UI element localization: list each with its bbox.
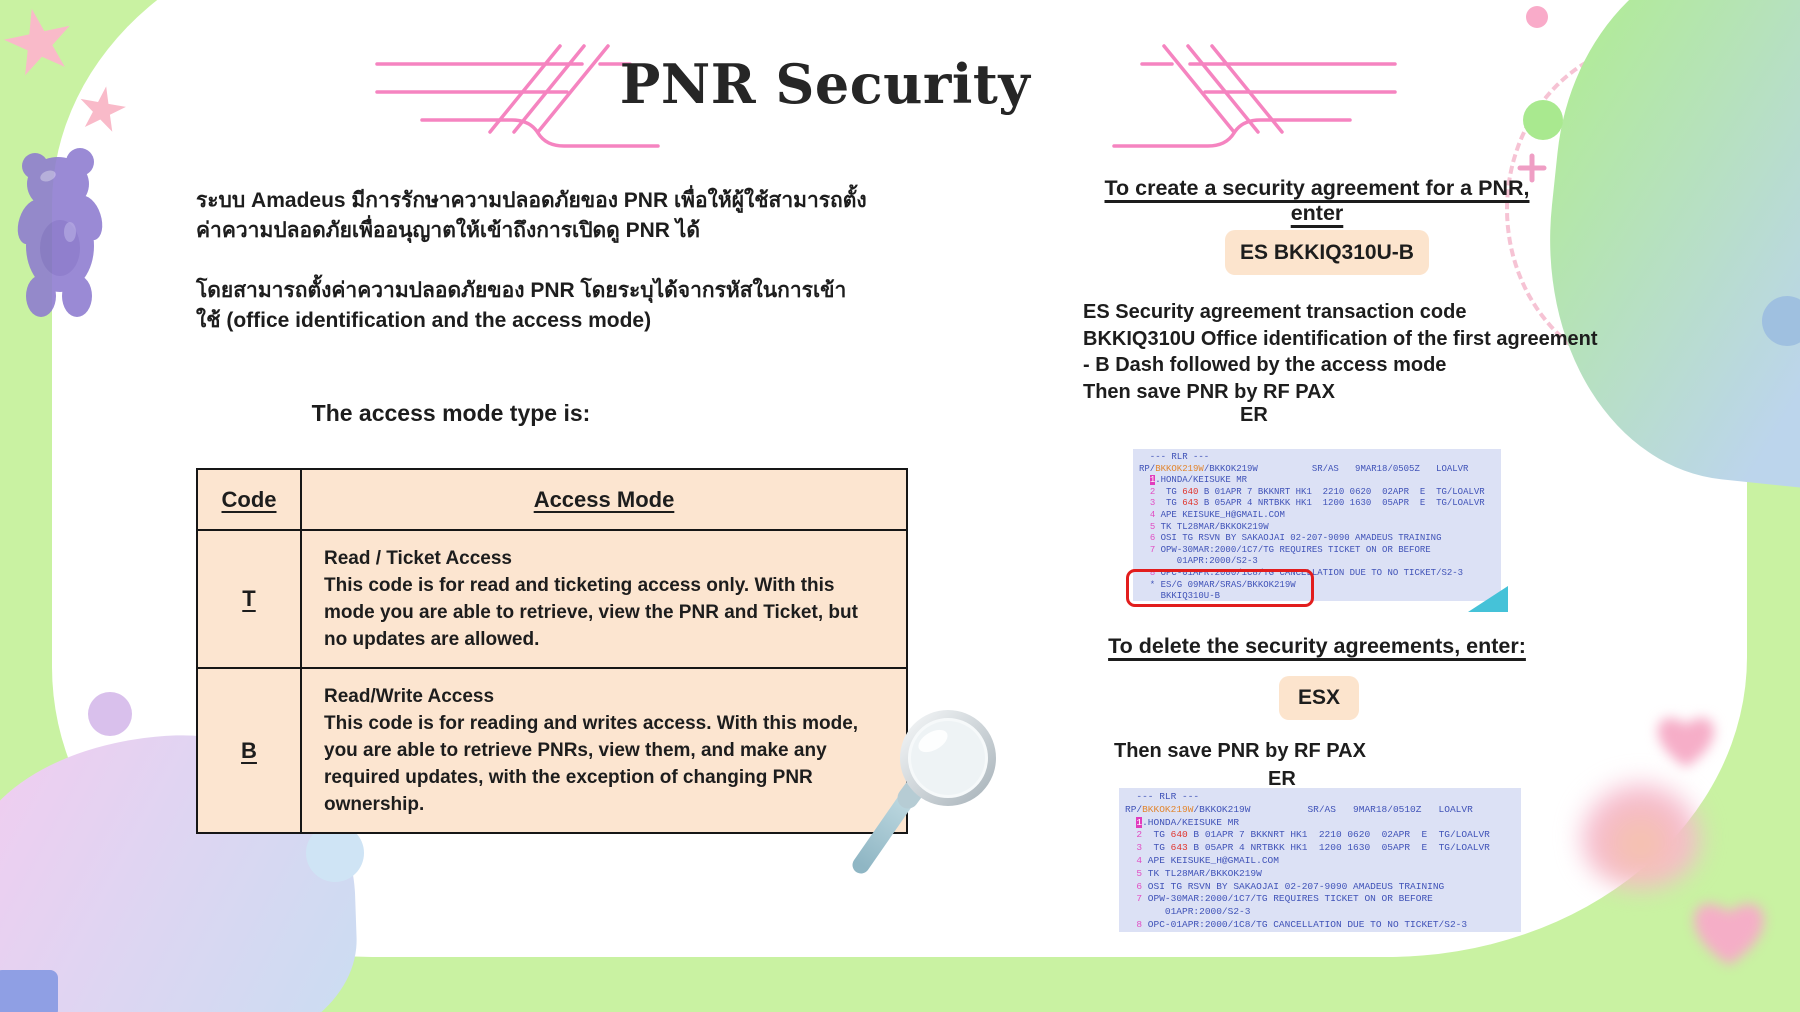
table-header-access-mode: Access Mode <box>300 468 908 531</box>
create-agreement-heading: To create a security agreement for a PNR… <box>1104 176 1530 225</box>
amadeus-terminal-screenshot-create: --- RLR ---RP/BKKOK219W/BKKOK219W SR/AS … <box>1133 449 1501 601</box>
access-mode-table: Code Access Mode T Read / Ticket Access … <box>196 468 908 834</box>
pink-blur-blob <box>1578 778 1703 888</box>
save-pnr-label: Then save PNR by RF PAX <box>1114 740 1366 762</box>
amadeus-terminal-screenshot-delete: --- RLR ---RP/BKKOK219W/BKKOK219W SR/AS … <box>1119 788 1521 932</box>
explanation-line: - B Dash followed by the access mode <box>1083 354 1447 376</box>
explanation-line: BKKIQ310U Office identification of the f… <box>1083 327 1598 350</box>
explanation-line: ES Security agreement transaction code <box>1083 301 1467 323</box>
star-icon <box>3 8 70 76</box>
heart-icon <box>1694 903 1764 965</box>
intro-paragraph-1: ระบบ Amadeus มีการรักษาความปลอดภัยของ PN… <box>196 189 867 242</box>
explanation-line: Then save PNR by RF PAX <box>1083 380 1335 403</box>
title-line-decoration-left <box>375 44 660 148</box>
access-mode-title: Read / Ticket Access <box>324 548 512 569</box>
delete-command-box: ESX <box>1279 676 1359 720</box>
green-circle-decoration <box>1523 100 1563 140</box>
create-command: ES BKKIQ310U-B <box>1240 240 1414 264</box>
access-mode-cell: Read / Ticket Access This code is for re… <box>300 529 908 669</box>
corner-square-decoration <box>0 970 58 1012</box>
access-mode-heading: The access mode type is: <box>311 400 591 426</box>
access-mode-description: This code is for read and ticketing acce… <box>324 575 858 650</box>
lightblue-circle-decoration <box>306 824 364 882</box>
red-annotation-box <box>1126 569 1314 607</box>
star-icon <box>80 86 126 132</box>
create-command-box: ES BKKIQ310U-B <box>1225 230 1429 275</box>
table-header-code: Code <box>196 468 302 531</box>
gummy-bear-illustration <box>17 148 103 317</box>
plus-icon <box>1517 153 1547 183</box>
create-explanation: ES Security agreement transaction code B… <box>1083 299 1598 405</box>
magnifying-glass-icon <box>852 710 996 874</box>
access-mode-description: This code is for reading and writes acce… <box>324 713 859 815</box>
table-row: B Read/Write Access This code is for rea… <box>196 667 908 834</box>
access-mode-title: Read/Write Access <box>324 686 495 707</box>
page-title: PNR Security <box>619 52 1031 116</box>
intro-paragraph-2: โดยสามารถตั้งค่าความปลอดภัยของ PNR โดยระ… <box>196 279 847 332</box>
purple-circle-decoration <box>88 692 132 736</box>
delete-command: ESX <box>1297 686 1341 709</box>
er-command-label: ER <box>1240 404 1268 426</box>
delete-agreement-heading: To delete the security agreements, enter… <box>1108 634 1526 658</box>
title-line-decoration-right <box>1112 44 1397 148</box>
heart-icon <box>1657 717 1715 768</box>
access-mode-cell: Read/Write Access This code is for readi… <box>300 667 908 834</box>
table-row: T Read / Ticket Access This code is for … <box>196 529 908 669</box>
er-command-label: ER <box>1268 768 1296 790</box>
code-cell: B <box>196 667 302 834</box>
pink-dot-decoration <box>1526 6 1548 28</box>
code-cell: T <box>196 529 302 669</box>
table-header-row: Code Access Mode <box>196 468 908 531</box>
blue-circle-decoration <box>1762 296 1800 346</box>
